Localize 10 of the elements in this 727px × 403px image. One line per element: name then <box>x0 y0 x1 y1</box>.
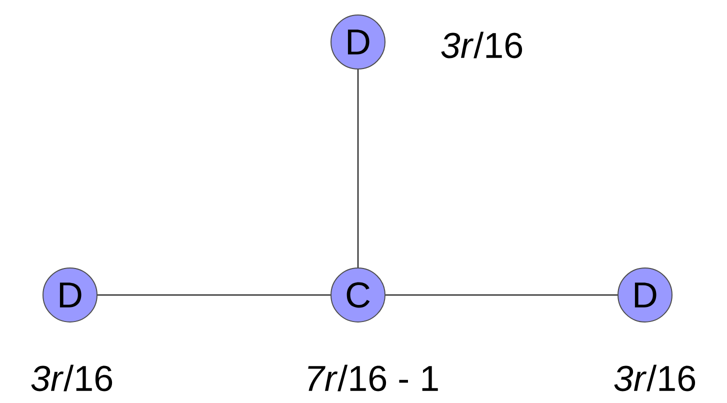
node-caption: 7r/16 - 1 <box>308 364 438 392</box>
node-caption: 3r/16 <box>614 364 696 392</box>
node-caption: 3r/16 <box>31 364 112 392</box>
connector-line <box>385 294 618 296</box>
circle-node: D <box>618 268 672 322</box>
circle-node: C <box>330 268 386 322</box>
circle-node: D <box>330 14 386 70</box>
connector-line <box>97 294 331 296</box>
circle-node: D <box>42 268 98 322</box>
node-caption: 3r/16 <box>441 32 522 58</box>
